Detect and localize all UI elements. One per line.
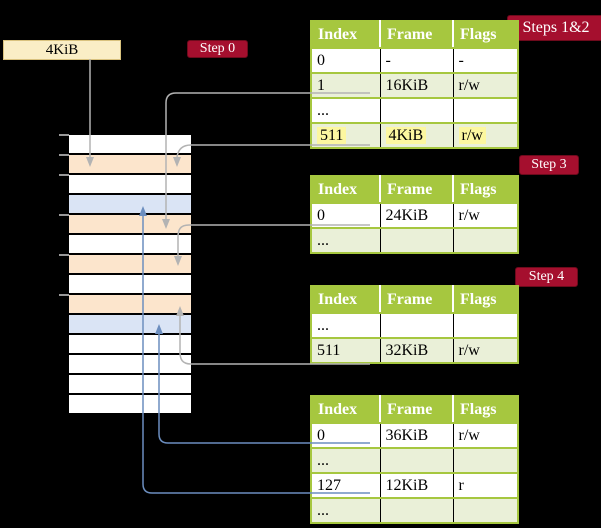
memory-tick	[59, 134, 69, 136]
highlighted-value: 4KiB	[385, 126, 427, 144]
memory-row-free	[69, 135, 191, 153]
column-header-frame: Frame	[379, 21, 453, 49]
table-cell: r/w	[452, 203, 518, 228]
table-cell: 1	[311, 72, 380, 98]
table-row: ...	[311, 227, 518, 253]
table-row: ...	[311, 497, 518, 523]
table-cell: 24KiB	[379, 203, 453, 228]
table-row: 511 4KiB r/w	[311, 122, 518, 148]
memory-row-free	[69, 375, 191, 393]
badge-steps-1-2: Steps 1&2	[507, 15, 601, 41]
memory-tick	[59, 214, 69, 216]
table-cell	[452, 313, 518, 338]
table-cell: -	[452, 48, 518, 73]
memory-row-free	[69, 335, 191, 353]
table-cell: r/w	[452, 337, 518, 363]
table-cell: ...	[311, 97, 380, 123]
memory-tick	[59, 154, 69, 156]
table-cell: 0	[311, 48, 380, 73]
frame-address-label: 4KiB	[3, 40, 121, 60]
column-header-index: Index	[311, 21, 380, 49]
badge-step-0: Step 0	[187, 40, 248, 58]
column-header-index: Index	[311, 176, 380, 204]
table-cell: 4KiB	[379, 122, 453, 148]
table-cell: 36KiB	[379, 423, 453, 448]
table-cell	[452, 497, 518, 523]
table-cell	[452, 97, 518, 123]
memory-tick	[59, 294, 69, 296]
memory-row-pagetable	[69, 295, 191, 313]
table-cell	[379, 313, 453, 338]
table-cell: ...	[311, 447, 380, 473]
table-cell: ...	[311, 313, 380, 338]
column-header-index: Index	[311, 286, 380, 314]
column-header-flags: Flags	[452, 21, 518, 49]
memory-tick	[59, 174, 69, 176]
table-row: 0--	[311, 48, 518, 73]
table-cell: 12KiB	[379, 472, 453, 498]
memory-row-pagetable	[69, 155, 191, 173]
memory-column	[69, 135, 191, 413]
memory-row-pagetable	[69, 255, 191, 273]
table-cell: r/w	[452, 423, 518, 448]
table-cell: r/w	[452, 122, 518, 148]
column-header-frame: Frame	[379, 286, 453, 314]
table-row: ...	[311, 97, 518, 123]
table-cell: ...	[311, 497, 380, 523]
memory-row-free	[69, 175, 191, 193]
memory-row-pagetable	[69, 215, 191, 233]
column-header-frame: Frame	[379, 396, 453, 424]
memory-tick	[59, 254, 69, 256]
table-cell: r	[452, 472, 518, 498]
table-cell	[379, 97, 453, 123]
highlighted-value: r/w	[458, 126, 486, 144]
memory-row-free	[69, 275, 191, 293]
table-cell: 0	[311, 203, 380, 228]
badge-step-3: Step 3	[519, 155, 579, 175]
table-cell	[379, 497, 453, 523]
highlighted-value: 511	[317, 126, 347, 144]
memory-row-datapage	[69, 195, 191, 213]
badge-step-4: Step 4	[515, 267, 578, 287]
table-cell	[452, 447, 518, 473]
table-row: ...	[311, 313, 518, 338]
table-cell: 16KiB	[379, 72, 453, 98]
table-cell	[379, 227, 453, 253]
memory-row-free	[69, 355, 191, 373]
table-cell: -	[379, 48, 453, 73]
column-header-index: Index	[311, 396, 380, 424]
memory-row-datapage	[69, 315, 191, 333]
table-cell: 511	[311, 122, 380, 148]
table-cell: 511	[311, 337, 380, 363]
table-cell: 0	[311, 423, 380, 448]
column-header-flags: Flags	[452, 176, 518, 204]
memory-row-free	[69, 235, 191, 253]
column-header-frame: Frame	[379, 176, 453, 204]
table-cell: r/w	[452, 72, 518, 98]
table-cell	[452, 227, 518, 253]
column-header-flags: Flags	[452, 286, 518, 314]
table-cell: 32KiB	[379, 337, 453, 363]
column-header-flags: Flags	[452, 396, 518, 424]
memory-row-free	[69, 395, 191, 413]
table-cell: ...	[311, 227, 380, 253]
table-cell	[379, 447, 453, 473]
table-row: ...	[311, 447, 518, 473]
table-cell: 127	[311, 472, 380, 498]
